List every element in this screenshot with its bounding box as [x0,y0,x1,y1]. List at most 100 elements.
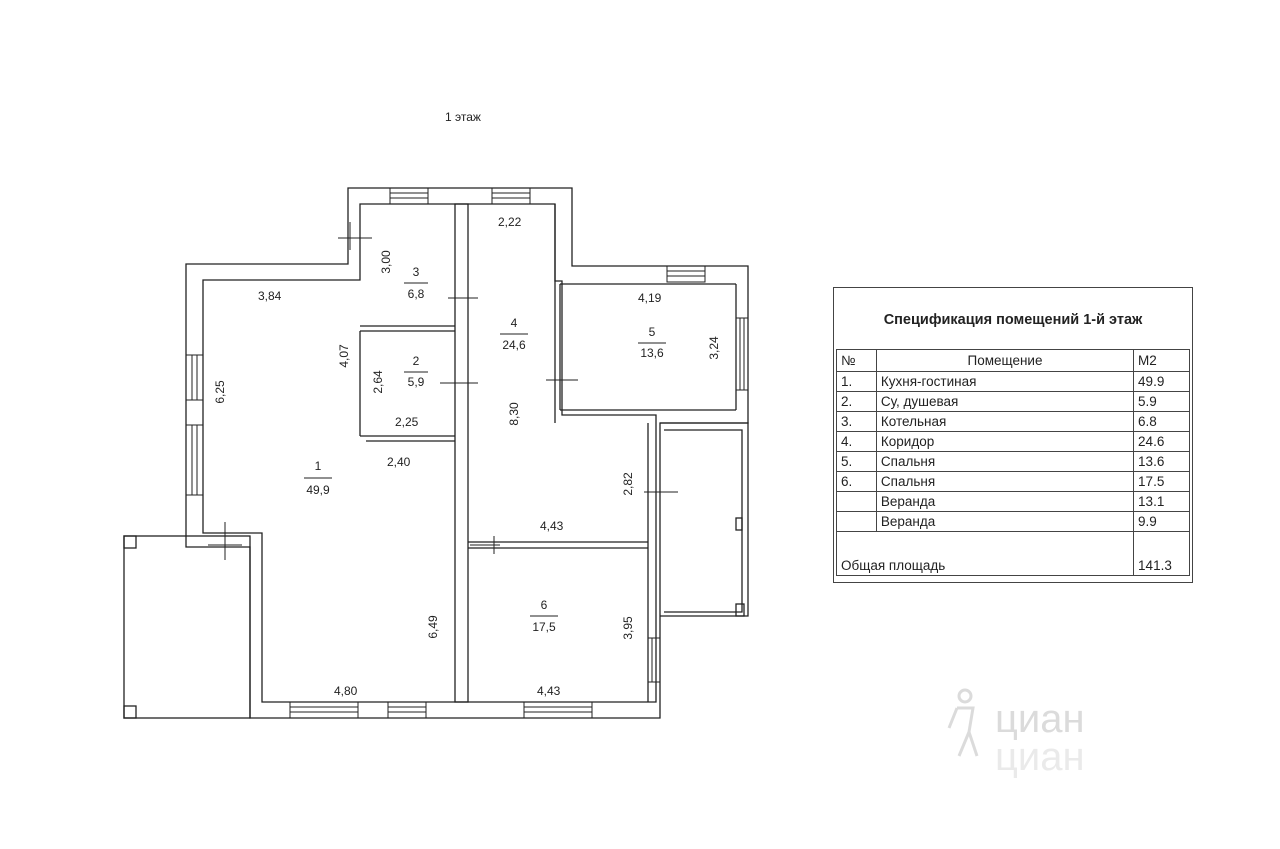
dimension-labels: 3,84 6,25 4,07 2,40 6,49 4,80 3,00 2,64 … [213,215,721,698]
spec-header-room: Помещение [875,349,1135,372]
cian-watermark-logo: циан циан [947,688,1085,779]
window-room3-top [389,187,429,205]
room-5-area: 13,6 [640,346,664,360]
table-row: 3. Котельная 6.8 [836,411,1190,432]
table-row: Веранда 13.1 [836,491,1190,512]
dim-room6-bottom: 4,43 [537,684,561,698]
spec-cell-num: 4. [836,431,877,452]
room-4-number: 4 [511,316,518,330]
spec-cell-num: 6. [836,471,877,492]
dim-room6-right: 3,95 [621,616,635,640]
spec-cell-area: 5.9 [1133,391,1190,412]
room-1-area: 49,9 [306,483,330,497]
window-room1-bottom-a [289,701,359,719]
spec-grid: № Помещение М2 1. Кухня-гостиная 49.9 2.… [835,349,1190,576]
watermark-text-1: циан [995,697,1085,741]
spec-cell-room: Спальня [875,451,1135,472]
spec-cell-num [836,511,877,532]
inner-wall-outline [202,203,657,703]
window-room1-left-a [185,354,204,401]
spec-total-row: Общая площадь 141.3 [835,531,1190,576]
dim-room1-bottom: 4,80 [334,684,358,698]
table-row: 1. Кухня-гостиная 49.9 [836,371,1190,392]
veranda-right-inner [664,429,743,613]
room-labels: 1 49,9 2 5,9 3 6,8 4 24,6 5 13,6 6 17,5 [304,265,666,634]
window-room5-top [666,265,706,283]
spec-cell-area: 13.6 [1133,451,1190,472]
room-3-number: 3 [413,265,420,279]
dim-room5-right: 3,24 [707,336,721,360]
spec-cell-num: 5. [836,451,877,472]
dim-room1-top: 3,84 [258,289,282,303]
spec-title: Спецификация помещений 1-й этаж [883,312,1143,328]
veranda-right-post-b [735,603,745,617]
room-2-area: 5,9 [408,375,425,389]
spec-cell-room: Веранда [875,491,1135,512]
spec-header-area: М2 [1133,349,1190,372]
spec-cell-area: 13.1 [1133,491,1190,512]
spec-header-num: № [836,349,877,372]
floor-plan: 1 49,9 2 5,9 3 6,8 4 24,6 5 13,6 6 17,5 … [123,187,749,719]
dim-room1-left: 6,25 [213,380,227,404]
spec-total-value: 141.3 [1133,531,1190,576]
room-5-number: 5 [649,325,656,339]
spec-cell-room: Су, душевая [875,391,1135,412]
spec-cell-room: Спальня [875,471,1135,492]
veranda-left-post [123,535,137,549]
spec-cell-room: Веранда [875,511,1135,532]
window-room1-bottom-b [387,701,427,719]
table-row: Веранда 9.9 [836,511,1190,532]
spec-cell-area: 24.6 [1133,431,1190,452]
spec-cell-room: Кухня-гостиная [875,371,1135,392]
dim-corridor-left: 8,30 [507,402,521,426]
dim-room3-left: 3,00 [379,250,393,274]
spec-cell-num: 1. [836,371,877,392]
spec-cell-area: 49.9 [1133,371,1190,392]
watermark-figure-icon [947,688,979,757]
veranda-left [123,535,251,719]
spec-cell-room: Котельная [875,411,1135,432]
floor-title: 1 этаж [445,110,481,124]
table-row: 6. Спальня 17.5 [836,471,1190,492]
table-row: 5. Спальня 13.6 [836,451,1190,472]
room-2-number: 2 [413,354,420,368]
spec-cell-room: Коридор [875,431,1135,452]
window-room6-bottom [523,701,593,719]
outer-wall-outline [185,187,749,719]
dim-room1-right: 6,49 [426,615,440,639]
room-3-area: 6,8 [408,287,425,301]
room-6-area: 17,5 [532,620,556,634]
spec-cell-area: 6.8 [1133,411,1190,432]
dim-corridor-top: 2,22 [498,215,522,229]
spec-header-row: № Помещение М2 [836,349,1190,372]
dim-corridor-bottom: 4,43 [540,519,564,533]
window-room1-left-b [185,424,204,496]
spec-cell-num: 3. [836,411,877,432]
window-corridor-top [491,187,531,205]
veranda-left-post-b [123,705,137,719]
partition-left-vertical [454,203,469,703]
room-specification-table: Спецификация помещений 1-й этаж № Помеще… [833,287,1193,583]
spec-cell-num [836,491,877,512]
room-6-number: 6 [541,598,548,612]
windows [185,187,749,719]
window-room6-right [647,637,661,683]
spec-cell-area: 9.9 [1133,511,1190,532]
spec-total-label: Общая площадь [835,531,1135,576]
room-4-area: 24,6 [502,338,526,352]
window-room5-right [735,317,749,391]
dim-room5-top: 4,19 [638,291,662,305]
dim-room2-left: 2,64 [371,370,385,394]
spec-cell-area: 17.5 [1133,471,1190,492]
spec-cell-num: 2. [836,391,877,412]
table-row: 4. Коридор 24.6 [836,431,1190,452]
watermark-text-2: циан [995,735,1085,779]
doors [208,222,678,560]
dim-room1-upper-right: 4,07 [337,344,351,368]
veranda-right-post [735,517,743,531]
veranda-right [660,422,749,617]
room-1-number: 1 [315,459,322,473]
dim-corridor-right: 2,82 [621,472,635,496]
dim-room1-mid: 2,40 [387,455,411,469]
table-row: 2. Су, душевая 5.9 [836,391,1190,412]
